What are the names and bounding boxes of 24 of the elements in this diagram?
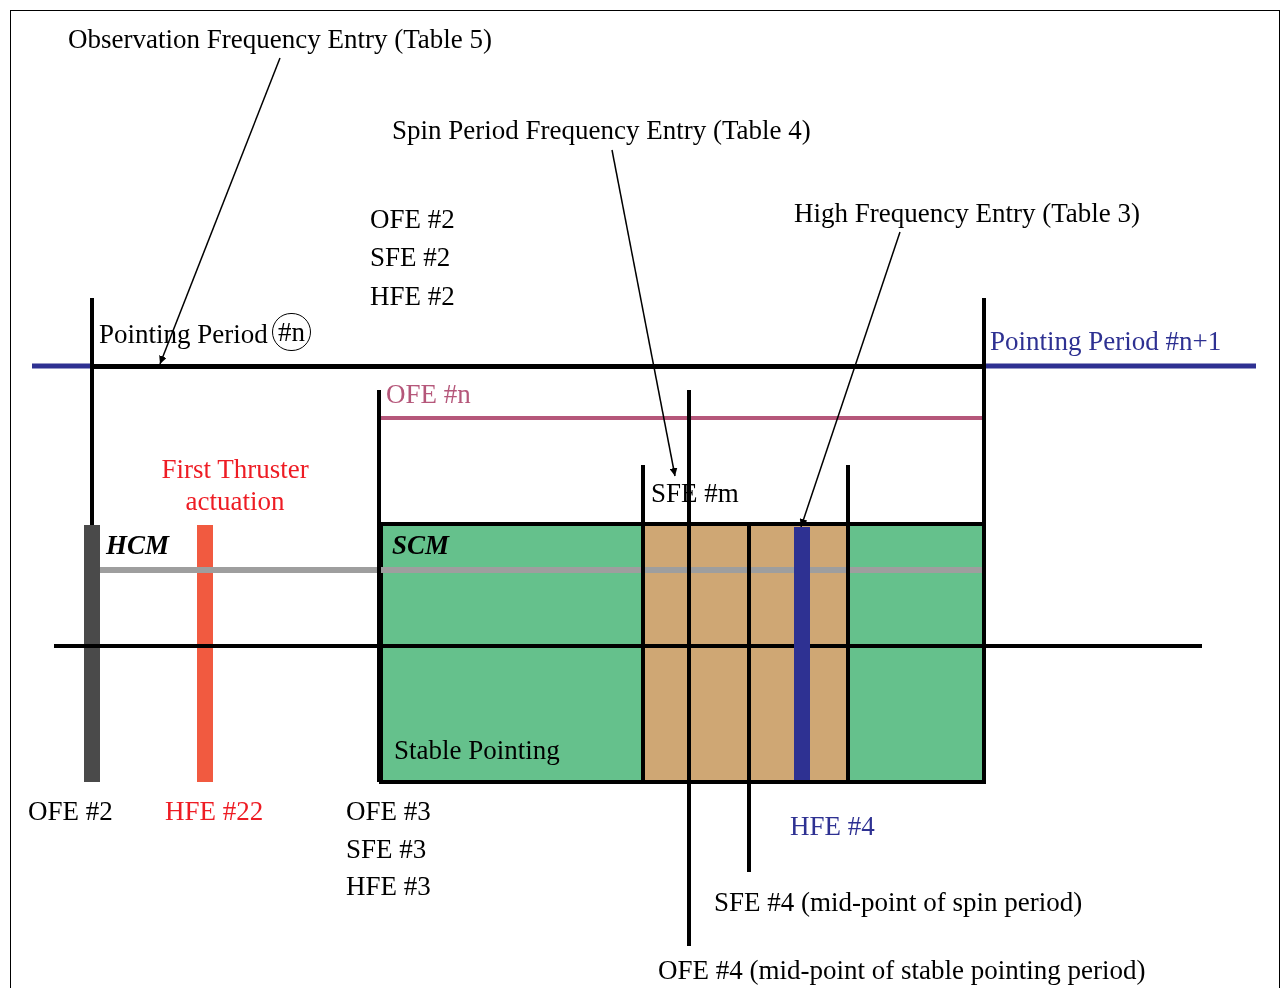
callout-text: Observation Frequency Entry (Table 5) [68,22,492,56]
callout-text: High Frequency Entry (Table 3) [794,196,1140,230]
mode-label: HCM [106,529,170,562]
entry-label: SFE #3 [346,833,427,866]
entry-label: OFE #4 (mid-point of stable pointing period) [658,954,1146,987]
entry-label: SFE #2 [370,241,451,274]
high-frequency-bar [794,527,810,780]
entry-label: OFE #2 [28,795,113,828]
event-label: First Thruster actuation [160,453,310,517]
entry-label: OFE #3 [346,795,431,828]
entry-label: HFE #22 [165,795,264,828]
period-label: Pointing Period #n+1 [990,325,1222,358]
leader-arrow [611,149,678,477]
mode-label: SCM [392,529,450,562]
entry-label: OFE #n [386,378,471,411]
entry-label: HFE #2 [370,280,455,313]
entry-label: OFE #2 [370,203,455,236]
callout-text: Spin Period Frequency Entry (Table 4) [392,113,811,147]
entry-label: HFE #4 [790,810,875,843]
leader-arrow [799,231,901,528]
entry-label: SFE #4 (mid-point of spin period) [714,886,1083,919]
mode-label: Stable Pointing [394,734,560,767]
leader-arrow [159,57,281,365]
entry-label: HFE #3 [346,870,431,903]
